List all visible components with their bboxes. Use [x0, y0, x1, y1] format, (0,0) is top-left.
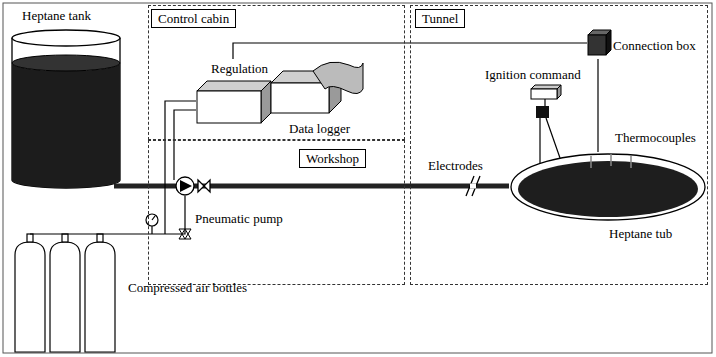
- air-valve: [179, 229, 191, 239]
- equipment-box: Data logger: [269, 59, 367, 141]
- equipment-box: Ignition command: [481, 67, 593, 103]
- signal-wire: [597, 59, 598, 152]
- node-label: Data logger: [289, 121, 350, 136]
- region-heading: Control cabin: [151, 9, 236, 28]
- equipment-box: Regulation: [191, 61, 275, 129]
- region-heading: Tunnel: [415, 9, 465, 28]
- node-label: Heptane tub: [609, 226, 672, 241]
- node-label: Ignition command: [485, 67, 581, 82]
- part-label: Pneumatic pump: [195, 211, 283, 226]
- node-label: Regulation: [211, 61, 268, 76]
- node-label: Connection box: [613, 38, 696, 53]
- node-label: Heptane tank: [22, 8, 91, 23]
- shape-outline: [509, 152, 707, 244]
- outer-frame: [3, 3, 712, 353]
- tank-node: Heptane tank: [8, 8, 126, 198]
- region-heading: Workshop: [299, 149, 366, 168]
- region-box: TunnelConnection boxIgnition commandHept…: [410, 5, 708, 285]
- equipment-box: Connection box: [587, 23, 705, 59]
- part-label: Compressed air bottles: [128, 280, 247, 295]
- region-box: Control cabinRegulationData logger: [148, 5, 405, 140]
- tub-node: Heptane tub: [509, 152, 707, 244]
- air-bottles: [15, 234, 115, 352]
- part-label: Electrodes: [428, 158, 483, 173]
- shape-outline: [8, 8, 126, 198]
- part-label: Thermocouples: [615, 130, 696, 145]
